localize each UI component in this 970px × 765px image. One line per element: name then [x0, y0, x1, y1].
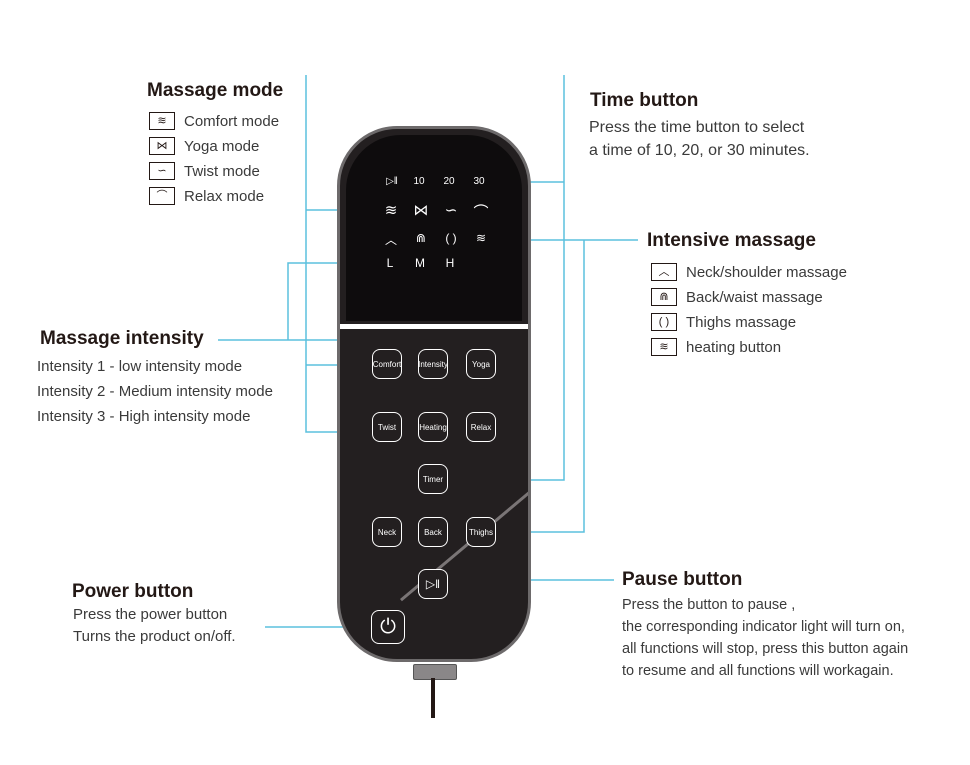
legend-relax-mode: ⌒ Relax mode [149, 187, 264, 205]
play-pause-icon: ▷‖ [425, 577, 441, 591]
display-mode-row: ≋ ⋈ ∽ ⌒ [376, 201, 496, 222]
legend-label: Neck/shoulder massage [686, 263, 847, 281]
comfort-mode-indicator-icon: ≋ [384, 202, 398, 219]
display-level-row: L M H [375, 256, 465, 270]
pause-line-3: all functions will stop, press this butt… [622, 641, 909, 657]
relax-mode-indicator-icon: ⌒ [473, 204, 489, 221]
relax-mode-icon: ⌒ [149, 187, 175, 205]
level-high-indicator: H [445, 256, 455, 270]
power-cable [431, 678, 435, 718]
intensity-3-text: Intensity 3 - High intensity mode [37, 408, 251, 425]
neck-button[interactable]: Neck [372, 517, 402, 547]
cable-connector [413, 664, 457, 680]
comfort-button[interactable]: Comfort [372, 349, 402, 379]
pause-line-2: the corresponding indicator light will t… [622, 619, 905, 635]
twist-mode-icon: ∽ [149, 162, 175, 180]
legend-label: heating button [686, 338, 782, 356]
power-line-2: Turns the product on/off. [73, 628, 236, 645]
heating-button[interactable]: Heating [418, 412, 448, 442]
thighs-icon: ( ) [651, 313, 677, 331]
intensity-1-text: Intensity 1 - low intensity mode [37, 358, 243, 375]
legend-label: Relax mode [184, 187, 265, 205]
massage-intensity-title: Massage intensity [40, 328, 204, 349]
pause-button[interactable]: ▷‖ [418, 569, 448, 599]
legend-back-waist: ⋒ Back/waist massage [651, 288, 823, 306]
display-divider [340, 324, 528, 329]
power-button[interactable]: ⏻ [371, 610, 405, 644]
heating-indicator-icon: ≋ [475, 231, 487, 245]
twist-button[interactable]: Twist [372, 412, 402, 442]
comfort-mode-icon: ≋ [149, 112, 175, 130]
display-time-row: ▷‖ 10 20 30 [380, 176, 494, 187]
legend-label: Twist mode [184, 162, 260, 180]
legend-twist-mode: ∽ Twist mode [149, 162, 260, 180]
intensity-button[interactable]: Intensity [418, 349, 448, 379]
time-indicator-30: 30 [473, 176, 485, 187]
power-icon: ⏻ [380, 615, 396, 638]
legend-label: Back/waist massage [686, 288, 823, 306]
thighs-indicator-icon: ( ) [445, 231, 457, 245]
pause-button-title: Pause button [622, 569, 743, 590]
timer-button[interactable]: Timer [418, 464, 448, 494]
yoga-button[interactable]: Yoga [466, 349, 496, 379]
play-pause-indicator-icon: ▷‖ [386, 176, 398, 187]
level-medium-indicator: M [415, 256, 425, 270]
intensity-2-text: Intensity 2 - Medium intensity mode [37, 383, 273, 400]
pause-line-4: to resume and all functions will workaga… [622, 663, 894, 679]
legend-heating: ≋ heating button [651, 338, 781, 356]
heating-icon: ≋ [651, 338, 677, 356]
time-indicator-20: 20 [443, 176, 455, 187]
neck-shoulder-icon: ︿ [651, 263, 677, 281]
twist-mode-indicator-icon: ∽ [444, 202, 458, 219]
neck-indicator-icon: ︿ [384, 233, 397, 247]
relax-button[interactable]: Relax [466, 412, 496, 442]
time-line-1: Press the time button to select [589, 119, 805, 136]
back-waist-icon: ⋒ [651, 288, 677, 306]
back-indicator-icon: ⋒ [415, 231, 427, 245]
legend-label: Thighs massage [686, 313, 797, 331]
time-indicator-10: 10 [413, 176, 425, 187]
power-button-title: Power button [72, 581, 194, 602]
massage-mode-title: Massage mode [147, 80, 284, 101]
display-screen [346, 135, 522, 321]
display-zone-row: ︿ ⋒ ( ) ≋ [376, 231, 496, 248]
intensive-massage-title: Intensive massage [647, 230, 816, 251]
yoga-mode-indicator-icon: ⋈ [413, 202, 429, 219]
time-button-title: Time button [590, 90, 699, 111]
legend-comfort-mode: ≋ Comfort mode [149, 112, 279, 130]
legend-label: Comfort mode [184, 112, 280, 130]
legend-thighs: ( ) Thighs massage [651, 313, 796, 331]
level-low-indicator: L [386, 256, 394, 270]
back-button[interactable]: Back [418, 517, 448, 547]
legend-label: Yoga mode [184, 137, 260, 155]
thighs-button[interactable]: Thighs [466, 517, 496, 547]
pause-line-1: Press the button to pause , [622, 597, 796, 613]
time-line-2: a time of 10, 20, or 30 minutes. [589, 142, 810, 159]
legend-neck-shoulder: ︿ Neck/shoulder massage [651, 263, 847, 281]
legend-yoga-mode: ⋈ Yoga mode [149, 137, 259, 155]
yoga-mode-icon: ⋈ [149, 137, 175, 155]
power-line-1: Press the power button [73, 606, 228, 623]
